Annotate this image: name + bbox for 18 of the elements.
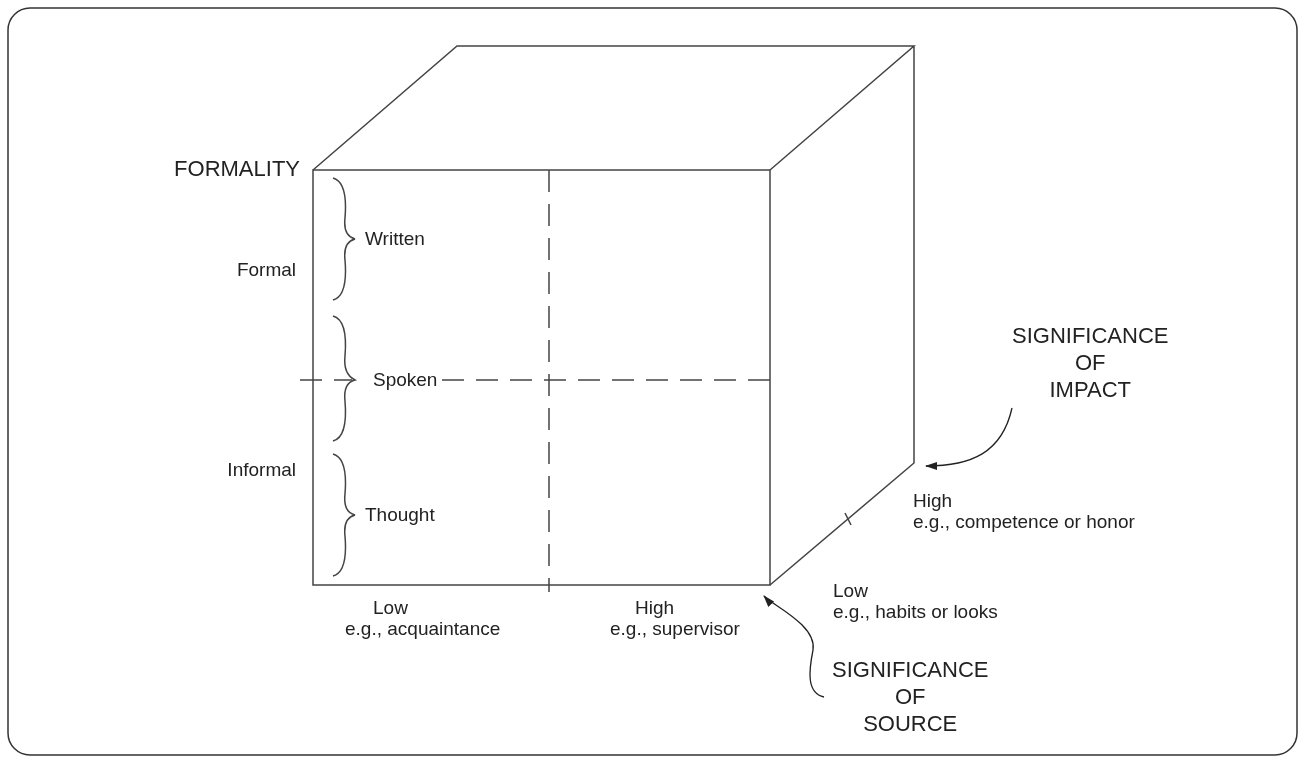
- example-text: e.g., habits or looks: [833, 601, 998, 622]
- category-label: Thought: [365, 504, 435, 525]
- axis-title: SIGNIFICANCE OF SOURCE: [832, 656, 989, 737]
- level-label: Formal: [236, 259, 296, 280]
- level-label: High: [913, 490, 953, 511]
- axis-title: FORMALITY: [174, 158, 300, 179]
- example-text: e.g., acquaintance: [345, 618, 501, 639]
- level-label: Low: [833, 580, 868, 601]
- leader-arrow: [763, 595, 825, 698]
- leader-arrow: [925, 407, 1013, 470]
- example-text: e.g., supervisor: [610, 618, 740, 639]
- category-label: Written: [365, 228, 425, 249]
- axis-title: SIGNIFICANCE OF IMPACT: [1012, 322, 1169, 403]
- level-label: Low: [373, 597, 408, 618]
- category-label: Spoken: [373, 369, 438, 390]
- level-label: Informal: [227, 459, 296, 480]
- level-label: High: [635, 597, 675, 618]
- example-text: e.g., competence or honor: [913, 511, 1135, 532]
